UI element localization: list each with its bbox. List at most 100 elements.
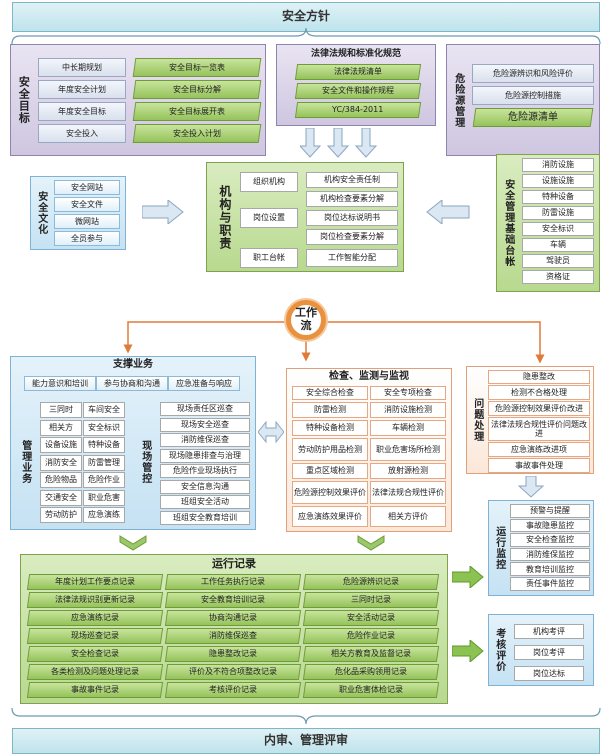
inspection-item: 劳动防护用品检测 <box>292 438 368 461</box>
record-item: 法律法规识别更新记录 <box>26 592 164 608</box>
inspection-item: 放射源检测 <box>370 463 446 479</box>
site-list: 现场责任区巡查现场安全巡查消防维保巡查现场隐患排查与治理危险作业现场执行安全信息… <box>160 402 250 526</box>
mgmt-item: 车间安全 <box>83 402 125 418</box>
assess-item: 岗位考评 <box>514 645 584 660</box>
record-item: 年度计划工作要点记录 <box>26 574 164 590</box>
assess-title: 考核评价 <box>493 628 505 672</box>
org-title: 机构与职责 <box>217 184 232 250</box>
mgmt-item: 交通安全 <box>40 489 82 506</box>
review-band: 内审、管理评审 <box>12 728 600 754</box>
chevron-down-icon <box>118 534 148 552</box>
mgmt-item: 危险作业 <box>83 472 125 488</box>
mgmt-item: 特种设备 <box>83 437 125 453</box>
site-item: 班组安全教育培训 <box>160 510 250 525</box>
down-arrow-icon <box>517 475 545 498</box>
double-arrow-icon <box>257 420 285 444</box>
inspection-item: 重点区域检测 <box>292 463 368 479</box>
support-top-item: 参与协商和沟通 <box>96 376 168 391</box>
record-item: 各类检测及问题处理记录 <box>26 664 164 680</box>
safety-goals-title: 安全目标 <box>17 76 31 124</box>
record-item: 评价及不符合项整改记录 <box>164 664 302 680</box>
record-item: 安全教育培训记录 <box>164 592 302 608</box>
hazard-item: 危险源辨识和风险评价 <box>472 64 594 83</box>
hazard-item: 危险源清单 <box>472 108 594 127</box>
ledger-item: 消防设施 <box>522 158 594 172</box>
site-item: 现场责任区巡查 <box>160 402 250 416</box>
record-item: 消防维保巡查 <box>164 628 302 644</box>
record-item: 安全检查记录 <box>26 646 164 662</box>
policy-band: 安全方针 <box>12 2 600 32</box>
down-arrows <box>298 127 384 158</box>
ledger-item: 资格证 <box>522 270 594 284</box>
org-item: 机构安全责任制 <box>306 172 398 188</box>
inspection-item: 应急演练效果评价 <box>292 506 368 527</box>
records-grid: 年度计划工作要点记录工作任务执行记录危险源辨识记录法律法规识别更新记录安全教育培… <box>26 574 440 700</box>
issue-item: 检测不合格处理 <box>488 385 590 400</box>
mgmt-item: 防雷管理 <box>83 454 125 471</box>
record-item: 危险作业记录 <box>302 628 440 644</box>
site-item: 安全信息沟通 <box>160 479 250 494</box>
mgmt-item: 三同时 <box>40 402 82 418</box>
culture-item[interactable]: 安全网站 <box>54 180 120 195</box>
right-arrow-icon <box>451 638 484 664</box>
inspection-item: 消防设施检测 <box>370 402 446 418</box>
issue-item: 事故事件处理 <box>488 458 590 473</box>
site-item: 消防维保巡查 <box>160 433 250 447</box>
right-arrow-icon <box>451 564 484 590</box>
assess-item: 岗位达标 <box>514 666 584 681</box>
support-top-item: 能力意识和培训 <box>24 376 96 391</box>
goal-item: 年度安全目标 <box>38 102 126 121</box>
culture-item[interactable]: 安全文件 <box>54 197 120 212</box>
record-item: 职业危害体检记录 <box>302 682 440 698</box>
org-item: 机构检查要素分解 <box>306 191 398 207</box>
ledger-title: 安全管理基础台帐 <box>502 179 514 267</box>
mgmt-item: 危险物品 <box>40 472 82 488</box>
inspection-grid: 安全综合检查安全专项检查防雷检测消防设施检测特种设备检测车辆检测劳动防护用品检测… <box>292 386 446 528</box>
goal-output: 安全投入计划 <box>132 124 262 143</box>
goal-item: 年度安全计划 <box>38 80 126 99</box>
mgmt-item: 安全标识 <box>83 419 125 436</box>
issue-item: 应急演练改进项 <box>488 442 590 457</box>
mgmt-item: 相关方 <box>40 419 82 436</box>
hazard-title: 危险源管理 <box>452 72 464 128</box>
monitor-item: 预警与提醒 <box>510 504 590 518</box>
record-item: 考核评价记录 <box>164 682 302 698</box>
mgmt-item: 劳动防护 <box>40 507 82 523</box>
records-title: 运行记录 <box>212 556 256 570</box>
law-item: 安全文件和操作规程 <box>294 83 422 99</box>
site-item: 现场安全巡查 <box>160 417 250 432</box>
mgmt-title: 管理业务 <box>19 440 31 484</box>
record-item: 安全活动记录 <box>302 610 440 626</box>
mgmt-grid: 三同时车间安全相关方安全标识设备设施特种设备消防安全防雷管理危险物品危险作业交通… <box>40 402 126 526</box>
ledger-item: 安全标识 <box>522 222 594 236</box>
record-item: 事故事件记录 <box>26 682 164 698</box>
goal-output: 安全目标分解 <box>132 80 262 99</box>
record-item: 现场巡查记录 <box>26 628 164 644</box>
org-item: 岗位达标说明书 <box>306 210 398 226</box>
monitor-item: 事故隐患监控 <box>510 518 590 533</box>
law-item: YC/384-2011 <box>294 102 422 118</box>
monitor-item: 消防维保监控 <box>510 547 590 562</box>
inspection-item: 安全综合检查 <box>292 386 368 400</box>
laws-title: 法律法规和标准化规范 <box>310 48 401 59</box>
ledger-item: 特种设备 <box>522 190 594 204</box>
inspection-item: 职业危害场所检测 <box>370 438 446 461</box>
issue-item: 法律法规合规性评价问题改进 <box>488 417 590 441</box>
inspection-item: 法律法规合规性评价 <box>370 481 446 504</box>
monitor-list: 预警与提醒事故隐患监控安全检查监控消防维保监控教育培训监控责任事件监控 <box>510 504 590 592</box>
mgmt-item: 消防安全 <box>40 454 82 471</box>
issue-item: 隐患整改 <box>488 370 590 384</box>
monitor-item: 安全检查监控 <box>510 533 590 547</box>
ledger-item: 防雷设施 <box>522 206 594 220</box>
inspection-item: 防雷检测 <box>292 402 368 418</box>
right-arrow-icon <box>141 198 184 226</box>
site-item: 危险作业现场执行 <box>160 464 250 478</box>
monitor-item: 责任事件监控 <box>510 577 590 591</box>
assess-item: 机构考评 <box>514 624 584 639</box>
ledger-item: 驾驶员 <box>522 254 594 268</box>
record-item: 三同时记录 <box>302 592 440 608</box>
inspection-item: 相关方评价 <box>370 506 446 527</box>
culture-item[interactable]: 微网站 <box>54 214 120 229</box>
record-item: 危险源辨识记录 <box>302 574 440 590</box>
chevron-down-icon <box>356 534 386 552</box>
